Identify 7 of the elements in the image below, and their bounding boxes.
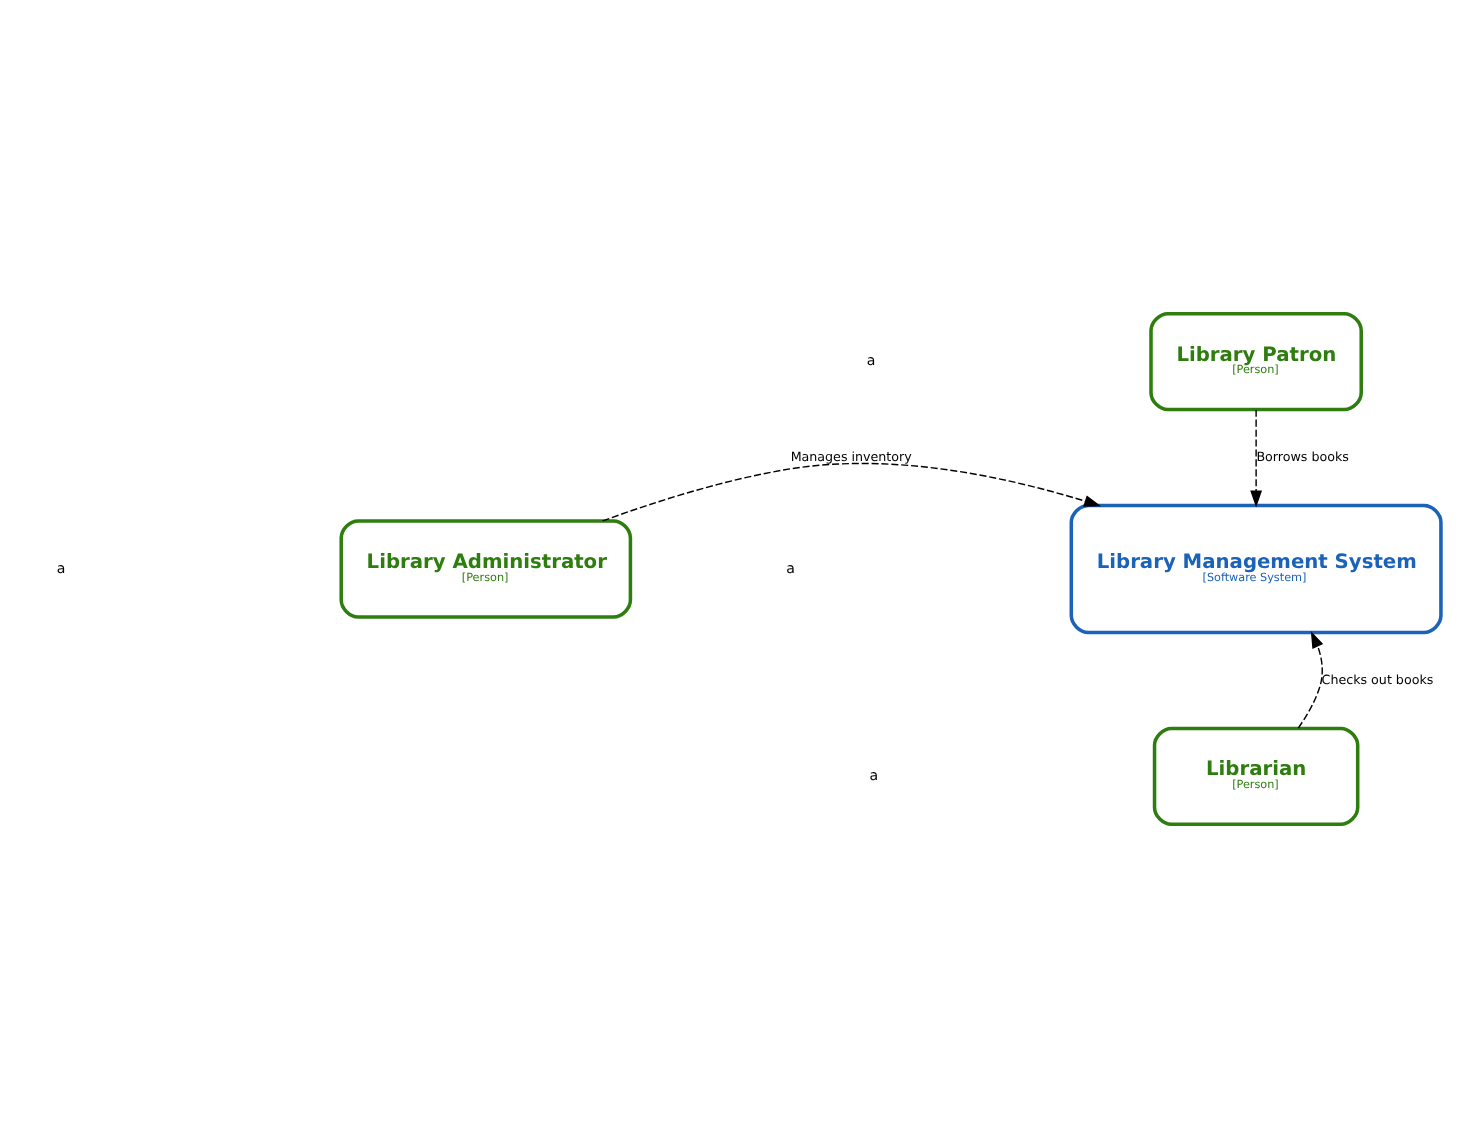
- label: a: [56, 557, 66, 576]
- label: a: [866, 350, 876, 369]
- arrow: [1297, 630, 1324, 728]
- arrow: [1250, 408, 1263, 507]
- arrow: [601, 461, 1102, 521]
- label: a: [786, 557, 795, 576]
- label: a: [869, 764, 879, 783]
